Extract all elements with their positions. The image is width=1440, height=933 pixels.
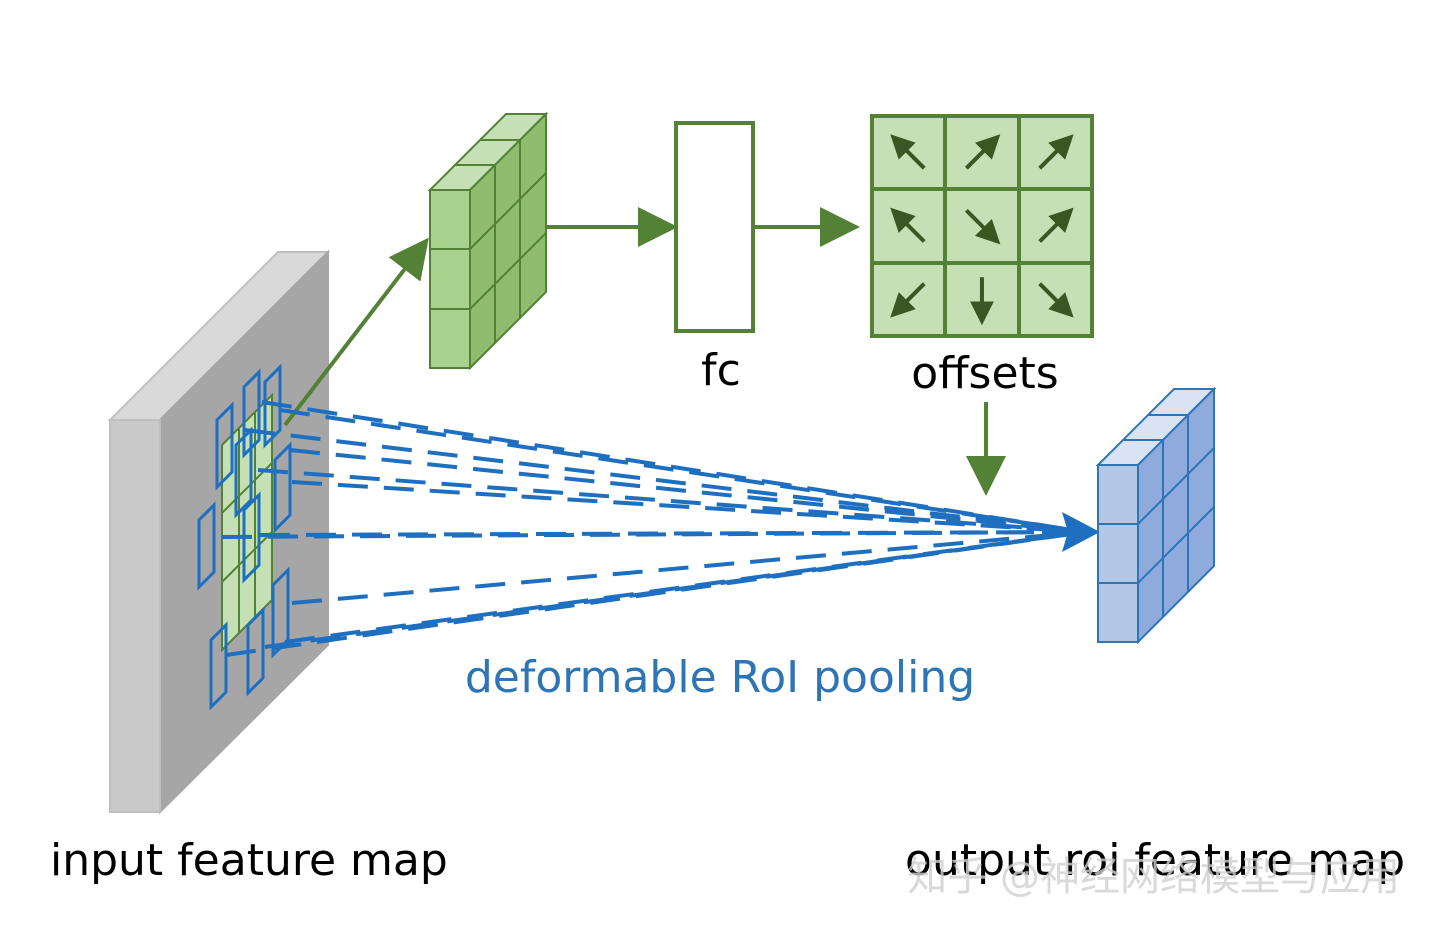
offset-arrow-down-left-icon xyxy=(890,282,926,318)
output-roi-feature-cube xyxy=(1095,386,1217,645)
offset-arrow-up-right-icon xyxy=(1038,207,1074,243)
roi-feature-cube xyxy=(427,111,549,371)
output-feature-map-label: output roi feature map xyxy=(905,835,1405,886)
input-map-front-face xyxy=(109,419,161,813)
offset-arrows xyxy=(890,134,1074,326)
offset-arrow-up-right-icon xyxy=(1038,134,1074,170)
pooling-arrowhead xyxy=(1062,512,1100,552)
sampling-bins xyxy=(197,363,292,711)
offset-arrow-down-right-icon xyxy=(964,208,1001,245)
offsets-label: offsets xyxy=(911,348,1058,399)
fc-label: fc xyxy=(701,345,741,396)
offset-arrow-up-left-icon xyxy=(890,134,926,170)
fc-box xyxy=(674,121,755,333)
offset-arrow-up-left-icon xyxy=(890,207,926,243)
pooling-label: deformable RoI pooling xyxy=(465,652,975,703)
offset-arrow-up-right-icon xyxy=(964,134,1001,170)
green-cube-front xyxy=(429,189,471,369)
pooling-dashed-lines xyxy=(221,400,1086,657)
blue-cube-front xyxy=(1097,464,1139,643)
arrow-to-roi-features xyxy=(283,237,429,427)
input-feature-map xyxy=(107,249,331,815)
watermark: 知乎 @神经网络模型与应用 xyxy=(907,854,1400,900)
input-feature-map-label: input feature map xyxy=(50,835,448,886)
offset-arrow-down-right-icon xyxy=(1038,282,1074,318)
